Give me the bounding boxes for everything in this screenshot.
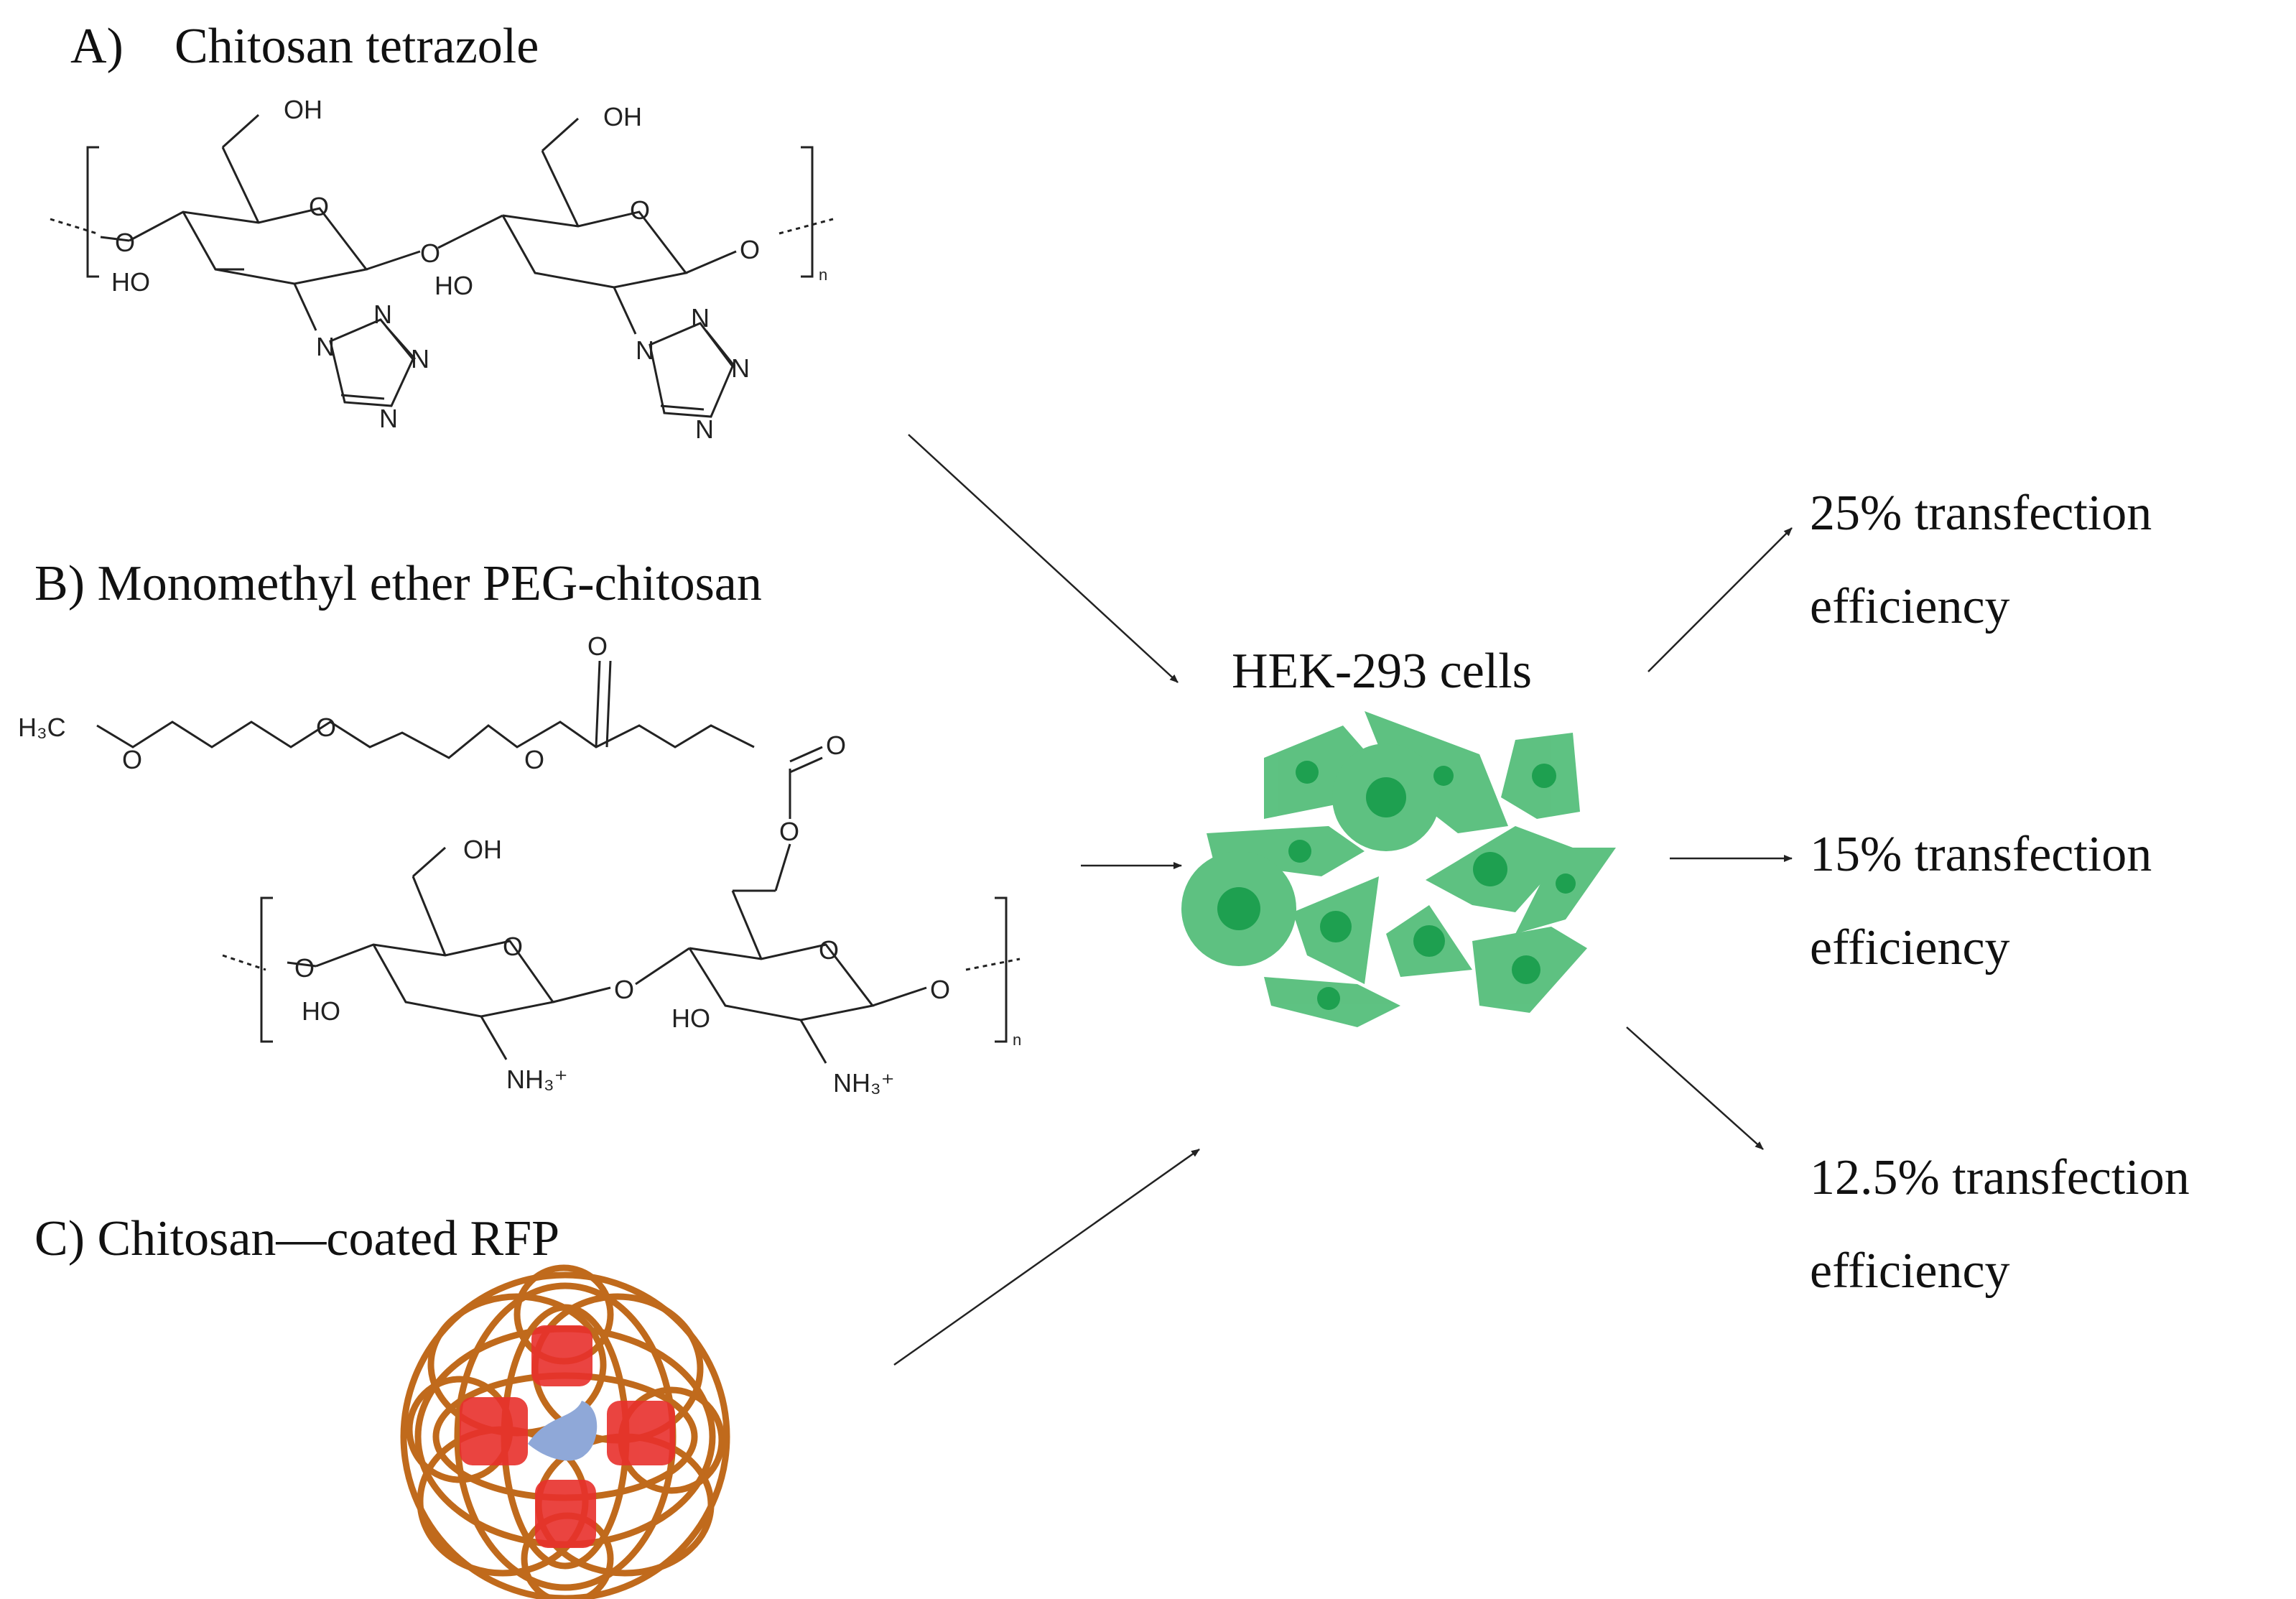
arrows [893,434,1793,1366]
atom-oh-b: OH [463,835,502,864]
atom-h3c: H₃C [18,713,66,742]
atom-o-b11: O [930,975,950,1004]
atom-o-5: O [740,235,760,264]
atom-o-b6: O [779,817,799,846]
outcome-3-line2: efficiency [1810,1243,2010,1299]
panel-a-title: Chitosan tetrazole [175,19,539,74]
atom-nh3-1: NH₃⁺ [506,1065,568,1094]
atom-subscript-n-2: n [1013,1031,1021,1049]
arrow-c-to-cells [893,1148,1200,1366]
outcome-3: 12.5% transfection efficiency [1810,1131,2190,1318]
atom-nh3-2: NH₃⁺ [833,1068,895,1098]
atom-o-b3: O [524,745,544,774]
atom-subscript-n-1: n [819,266,827,284]
atom-o-b7: O [503,932,523,961]
atom-o-4: O [420,238,440,268]
arrow-cells-to-outcome-1 [1647,527,1793,672]
outcome-1: 25% transfection efficiency [1810,467,2152,654]
atom-oh-1: OH [284,95,322,124]
atom-o-b10: O [614,975,634,1004]
atom-o-3: O [115,228,135,257]
atom-n-4: N [379,404,398,433]
atom-o-b5: O [826,731,846,760]
atom-oh-2: OH [603,102,642,131]
outcome-2-line1: 15% transfection [1810,827,2152,882]
atom-ho-2: HO [434,271,473,300]
panel-c-title: C) Chitosan—coated RFP [34,1211,560,1266]
atom-ho-1: HO [111,267,150,297]
outcome-2: 15% transfection efficiency [1810,808,2152,995]
rfp-nanoparticle [400,1264,730,1599]
atom-o-b2: O [316,713,336,742]
hek-293-cells [1181,711,1616,1027]
arrow-a-to-cells [908,434,1179,683]
atom-ho-b1: HO [302,996,340,1026]
arrow-cells-to-outcome-3 [1626,1026,1764,1150]
atom-n-8: N [695,414,714,444]
atom-n-3: N [411,344,429,374]
outcome-3-line1: 12.5% transfection [1810,1150,2190,1205]
atom-n-6: N [691,303,710,333]
panel-a-label: A) [70,19,124,74]
atom-ho-b2: HO [671,1004,710,1033]
structure-chitosan-tetrazole: OH OH HO HO O O O O O N N N N N N N N n [50,95,834,444]
cells-title: HEK-293 cells [1232,644,1532,699]
rfp-core [528,1401,598,1461]
atom-o-b4: O [587,631,608,661]
atom-o-b9: O [294,953,315,983]
atom-o-2: O [630,195,650,225]
outcome-2-line2: efficiency [1810,920,2010,975]
atom-n-5: N [636,335,654,365]
panel-b-title: B) Monomethyl ether PEG-chitosan [34,556,762,611]
structure-peg-chitosan: H₃C O O O O O O OH HO HO O O O O O NH₃⁺ … [18,631,1021,1098]
atom-o-1: O [309,192,329,221]
atom-n-1: N [316,332,335,361]
outcome-1-line1: 25% transfection [1810,486,2152,541]
outcome-1-line2: efficiency [1810,579,2010,634]
atom-n-2: N [373,300,392,329]
atom-o-b8: O [819,935,839,965]
atom-o-b1: O [122,745,142,774]
atom-n-7: N [731,353,750,383]
